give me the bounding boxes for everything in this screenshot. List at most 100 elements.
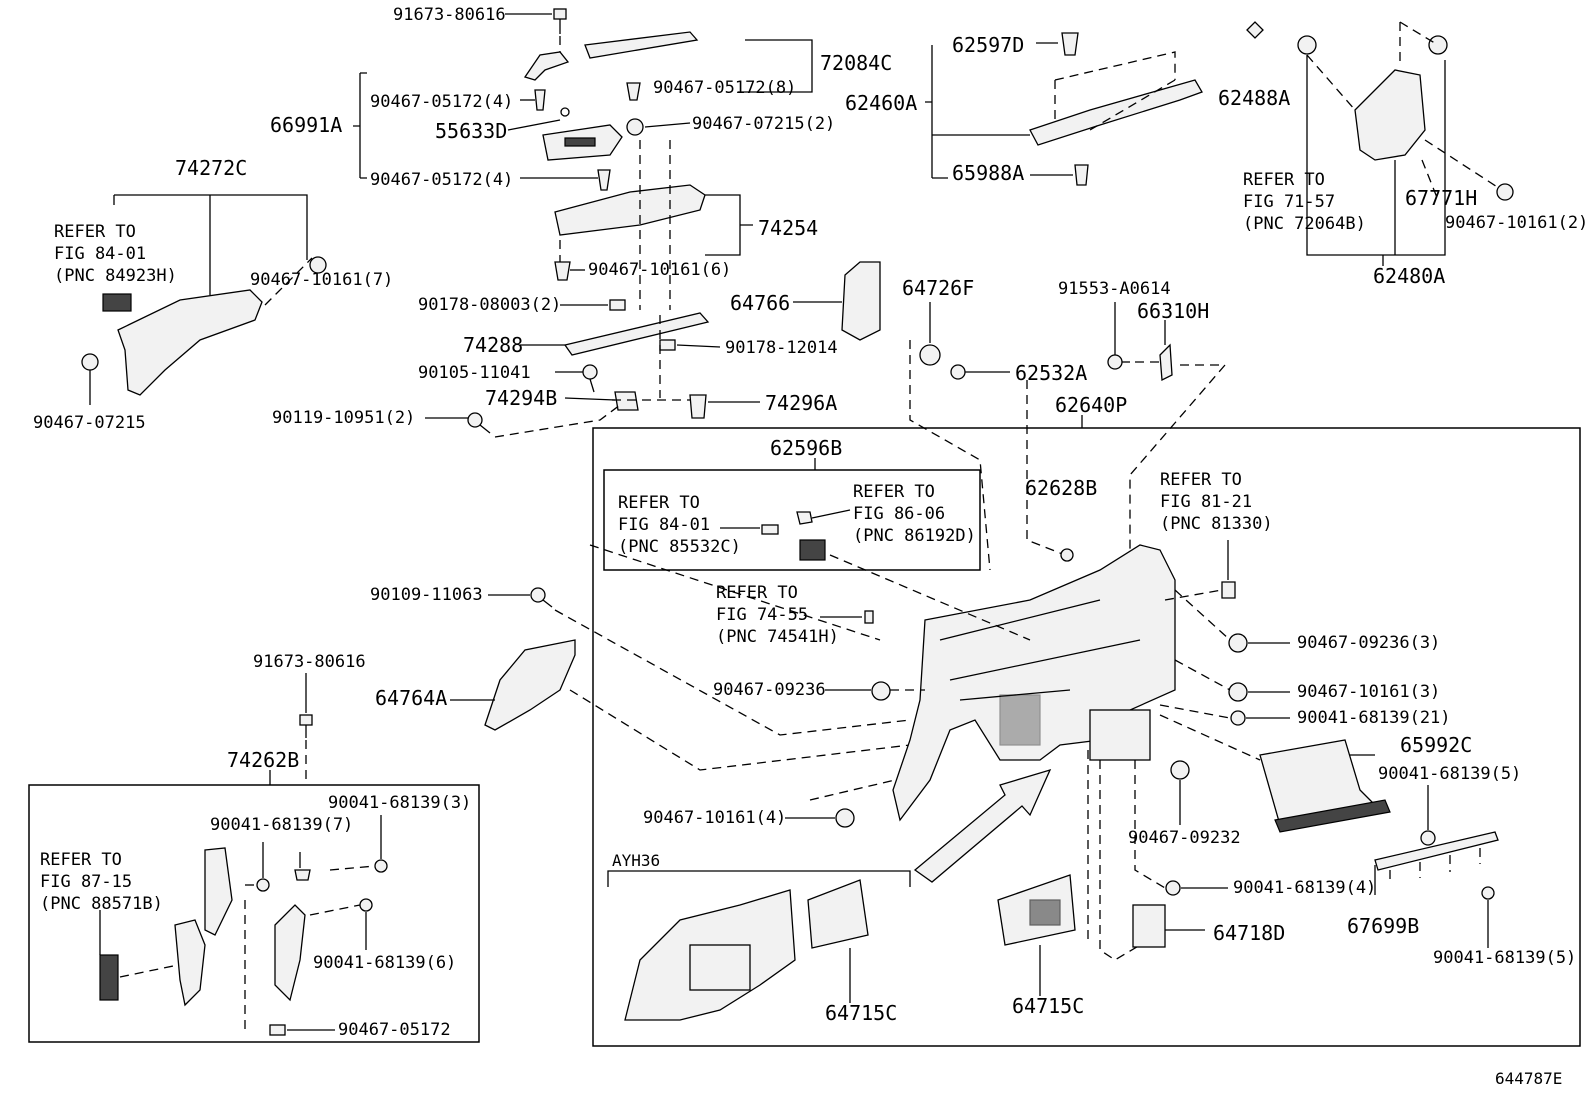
- label-74262B: 74262B: [227, 748, 299, 772]
- label-67771H: 67771H: [1405, 186, 1477, 210]
- clip-icon: [1228, 682, 1248, 702]
- svg-text:(PNC 74541H): (PNC 74541H): [716, 627, 839, 647]
- label-64766: 64766: [730, 291, 790, 315]
- connector-86192D-icon: [796, 511, 813, 525]
- clip-icon: [81, 353, 99, 371]
- bolt-90109-11063-icon: [530, 587, 553, 608]
- quarter-panel-62640P-icon: [892, 544, 1176, 822]
- trim-74272C-icon: [117, 289, 263, 396]
- clip-icon: [597, 169, 611, 191]
- bolt-icon: [374, 859, 388, 873]
- label-90467-10161-7: 90467-10161(7): [250, 270, 393, 290]
- clip-icon: [534, 89, 546, 111]
- trim-62480A-icon: [1354, 69, 1426, 161]
- label-90467-05172-4b: 90467-05172(4): [370, 170, 513, 190]
- svg-text:REFER TO: REFER TO: [716, 583, 798, 603]
- label-90467-07215: 90467-07215: [33, 413, 146, 433]
- assembly-62640P-box: [592, 427, 1581, 1047]
- label-62640P: 62640P: [1055, 393, 1127, 417]
- svg-text:(PNC 85532C): (PNC 85532C): [618, 537, 741, 557]
- garnish-72084C-icon: [584, 31, 699, 59]
- label-74254: 74254: [758, 216, 818, 240]
- label-90119-10951-2: 90119-10951(2): [272, 408, 415, 428]
- label-90467-09232: 90467-09232: [1128, 828, 1241, 848]
- bolt-62532A-icon: [950, 364, 966, 380]
- svg-text:REFER TO: REFER TO: [853, 482, 935, 502]
- label-ayh36: AYH36: [612, 851, 660, 870]
- svg-text:REFER TO: REFER TO: [1160, 470, 1242, 490]
- label-66991A: 66991A: [270, 113, 342, 137]
- diagram-id: 644787E: [1495, 1069, 1562, 1088]
- label-90109-11063: 90109-11063: [370, 585, 483, 605]
- rail-74288-icon: [563, 312, 710, 356]
- cover-64766-icon: [841, 261, 881, 341]
- label-90467-10161-4: 90467-10161(4): [643, 808, 786, 828]
- label-62488A: 62488A: [1218, 86, 1290, 110]
- hook-74541H-icon: [864, 610, 874, 624]
- clip-icon: [1496, 183, 1514, 201]
- clip-icon: [871, 681, 891, 701]
- label-74294B: 74294B: [485, 386, 557, 410]
- clip-62597D-icon: [1061, 32, 1079, 56]
- label-66310H: 66310H: [1137, 299, 1209, 323]
- label-90041-68139-7: 90041-68139(7): [210, 815, 353, 835]
- label-90041-68139-4: 90041-68139(4): [1233, 878, 1376, 898]
- cover-64715C-a-icon: [807, 879, 869, 949]
- label-64764A: 64764A: [375, 686, 447, 710]
- bolt-icon: [1481, 886, 1495, 900]
- label-74296A: 74296A: [765, 391, 837, 415]
- assembly-62596B-box: [603, 469, 981, 571]
- svg-text:FIG 87-15: FIG 87-15: [40, 872, 132, 892]
- plate-67699B-icon: [1374, 831, 1499, 871]
- svg-text:(PNC 88571B): (PNC 88571B): [40, 894, 163, 914]
- reference-84923H: REFER TO FIG 84-01 (PNC 84923H): [54, 222, 177, 286]
- label-64718D: 64718D: [1213, 921, 1285, 945]
- pocket-65992C-icon: [1259, 739, 1377, 826]
- bolt-icon: [1165, 880, 1181, 896]
- label-90467-09236: 90467-09236: [713, 680, 826, 700]
- label-64726F: 64726F: [902, 276, 974, 300]
- reference-86192D: REFER TO FIG 86-06 (PNC 86192D): [853, 482, 976, 546]
- clip-icon: [1170, 760, 1190, 780]
- reference-88571B: REFER TO FIG 87-15 (PNC 88571B): [40, 850, 163, 914]
- label-90467-07215-2: 90467-07215(2): [692, 114, 835, 134]
- outlet-88571B-icon: [99, 954, 119, 1001]
- bracket-62596B-icon: [799, 539, 826, 561]
- svg-text:(PNC 72064B): (PNC 72064B): [1243, 214, 1366, 234]
- label-90041-68139-6: 90041-68139(6): [313, 953, 456, 973]
- label-62480A: 62480A: [1373, 264, 1445, 288]
- clip-icon: [309, 256, 327, 274]
- label-90467-05172-4a: 90467-05172(4): [370, 92, 513, 112]
- label-90041-68139-3: 90041-68139(3): [328, 793, 471, 813]
- bolt-icon: [359, 898, 373, 912]
- bolt-90119-10951-icon: [467, 412, 491, 434]
- cover-piece-icon: [523, 51, 570, 81]
- label-90041-68139-5b: 90041-68139(5): [1433, 948, 1576, 968]
- bracket-74294B-icon: [614, 391, 639, 411]
- svg-text:(PNC 84923H): (PNC 84923H): [54, 266, 177, 286]
- label-64715C-a: 64715C: [825, 1001, 897, 1025]
- label-55633D: 55633D: [435, 119, 507, 143]
- bolt-icon: [1230, 710, 1246, 726]
- assembly-74262B-box: [28, 784, 480, 1043]
- svg-text:FIG 71-57: FIG 71-57: [1243, 192, 1335, 212]
- label-90178-12014: 90178-12014: [725, 338, 838, 358]
- reference-85532C: REFER TO FIG 84-01 (PNC 85532C): [618, 493, 741, 557]
- clip-icon: [835, 808, 855, 828]
- clip-icon: [1297, 35, 1317, 55]
- svg-text:REFER TO: REFER TO: [40, 850, 122, 870]
- clip-icon: [294, 869, 311, 881]
- screw-91673-80616-mid-icon: [299, 714, 313, 738]
- trim-left-icon: [174, 919, 206, 1007]
- switch-84923H-icon: [102, 293, 132, 312]
- label-74288: 74288: [463, 333, 523, 357]
- label-90178-08003-2: 90178-08003(2): [418, 295, 561, 315]
- svg-text:FIG 84-01: FIG 84-01: [618, 515, 710, 535]
- trim-74254-icon: [554, 184, 706, 236]
- nut-90178-08003-icon: [609, 299, 626, 311]
- reference-81330: REFER TO FIG 81-21 (PNC 81330): [1160, 470, 1273, 534]
- clip-icon: [269, 1024, 286, 1036]
- svg-text:FIG 81-21: FIG 81-21: [1160, 492, 1252, 512]
- bushing-64726F-icon: [919, 344, 941, 366]
